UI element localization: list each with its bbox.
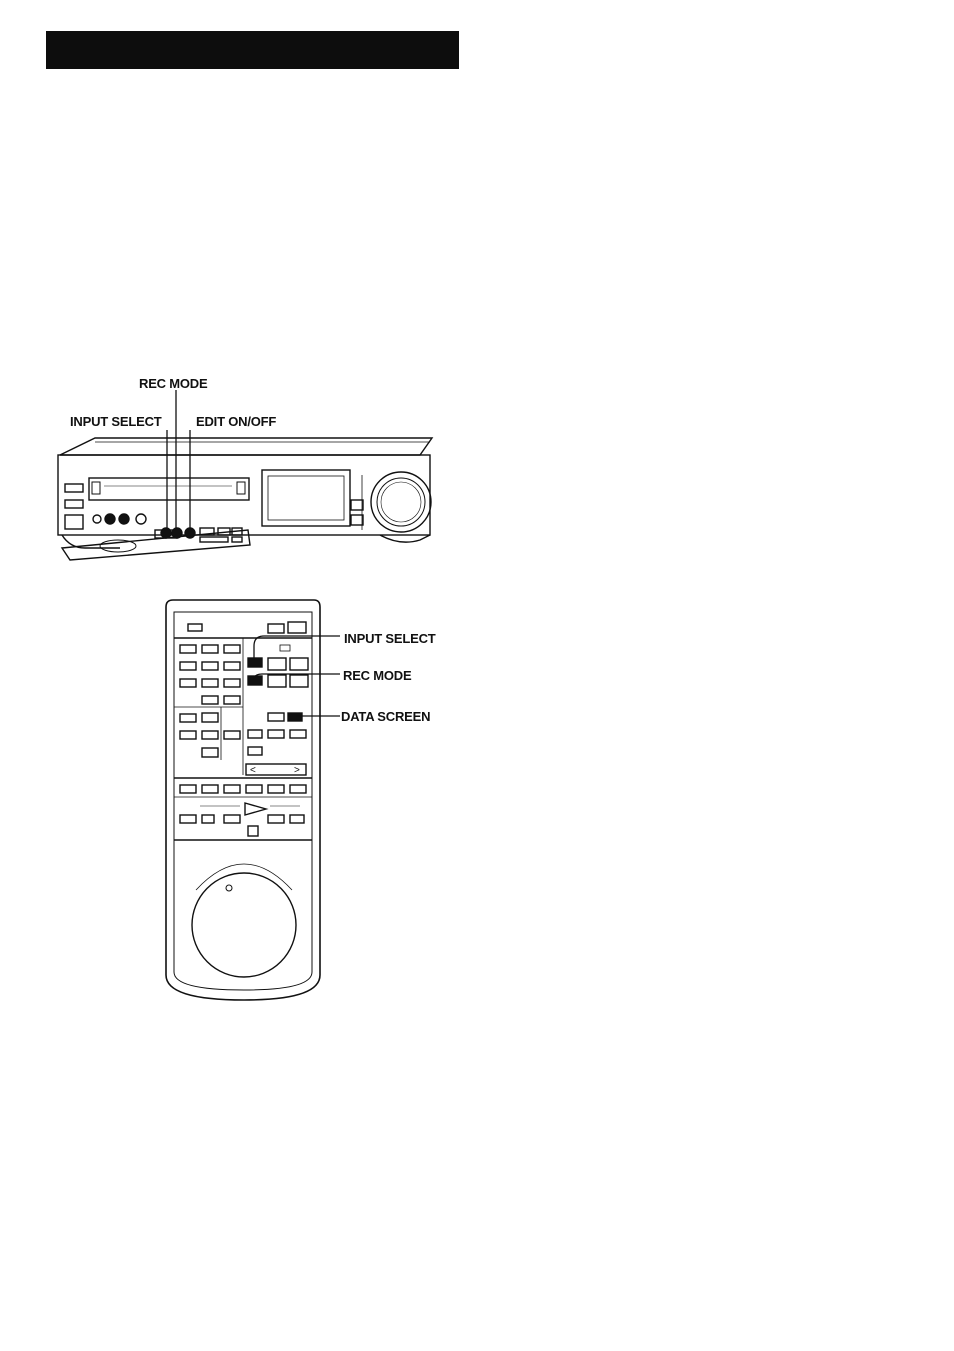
vcr-illustration — [58, 390, 432, 560]
remote-display-left-arrow: < — [250, 765, 256, 776]
remote-illustration — [166, 600, 340, 1000]
remote-display-right-arrow: > — [294, 765, 300, 776]
